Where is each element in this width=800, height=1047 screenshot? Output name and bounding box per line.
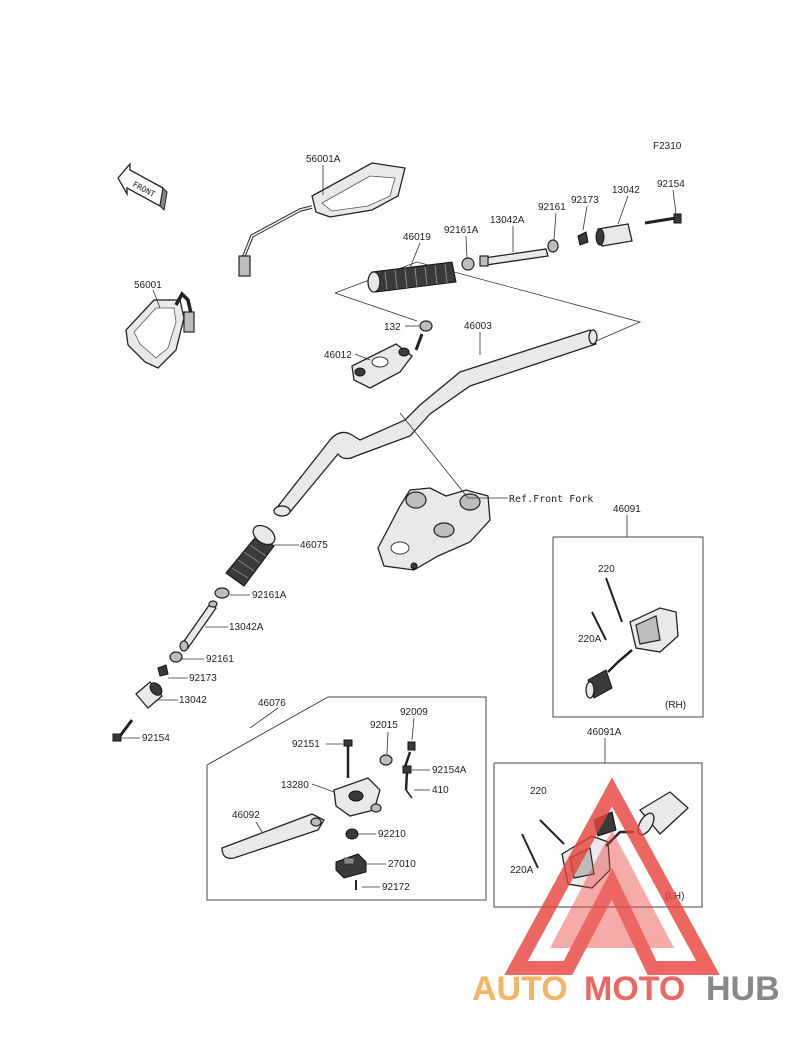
clutch-lever-holder (333, 777, 382, 817)
label-410: 410 (432, 785, 449, 796)
grip-right (367, 261, 457, 293)
mirror-left (125, 291, 195, 369)
label-46092: 46092 (232, 810, 260, 821)
bolt-92154A (404, 771, 409, 791)
label-92161A: 92161A (252, 590, 287, 601)
figure-code: F2310 (653, 141, 682, 152)
label-13042-top: 13042 (612, 185, 640, 196)
label-92210: 92210 (378, 829, 406, 840)
label-92151: 92151 (292, 739, 320, 750)
label-92154-top: 92154 (657, 179, 685, 190)
front-arrow-icon: FRONT (117, 162, 168, 212)
bolt-92154 (112, 719, 134, 742)
label-132: 132 (384, 322, 401, 333)
label-220A-rh: 220A (578, 634, 602, 645)
label-27010: 27010 (388, 859, 416, 870)
watermark-moto: MOTO (584, 970, 685, 1008)
handlebar-clamp (351, 343, 413, 389)
label-92009: 92009 (400, 707, 428, 718)
label-13042: 13042 (179, 695, 207, 706)
collar-92161 (169, 651, 183, 663)
bolt-92154-top (644, 213, 682, 225)
label-46012: 46012 (324, 350, 352, 361)
label-46091A: 46091A (587, 727, 622, 738)
automotohub-watermark: AUTO MOTO HUB (472, 777, 780, 1008)
label-46076: 46076 (258, 698, 286, 709)
label-56001: 56001 (134, 280, 162, 291)
collar-92161A (214, 587, 230, 599)
collar-92161-top (547, 239, 559, 253)
label-46019: 46019 (403, 232, 431, 243)
nut-92015 (379, 754, 393, 766)
label-13042A-top: 13042A (490, 215, 525, 226)
nut-92210 (345, 828, 359, 840)
label-46075: 46075 (300, 540, 328, 551)
label-220-lh: 220 (530, 786, 547, 797)
watermark-hub: HUB (706, 970, 780, 1008)
label-220-rh: 220 (598, 564, 615, 575)
clutch-lever (221, 813, 325, 859)
front-fork-bracket (377, 487, 491, 571)
label-92172: 92172 (382, 882, 410, 893)
handlebar-46003 (273, 329, 598, 517)
watermark-auto: AUTO (472, 970, 568, 1008)
mirror-right (238, 162, 406, 277)
collar-92161A-top (461, 257, 475, 271)
rh-label: (RH) (665, 700, 686, 711)
bar-end-weight-left (135, 681, 163, 709)
pin-410 (405, 789, 413, 799)
label-46091: 46091 (613, 504, 641, 515)
label-46003: 46003 (464, 321, 492, 332)
label-56001A: 56001A (306, 154, 341, 165)
clutch-switch (335, 853, 367, 879)
label-92161: 92161 (206, 654, 234, 665)
label-92154: 92154 (142, 733, 170, 744)
bolt-132 (414, 320, 433, 351)
ref-front-fork: Ref.Front Fork (509, 494, 593, 505)
clip-92173-top (577, 231, 589, 246)
label-13042A: 13042A (229, 622, 264, 633)
label-92154A: 92154A (432, 765, 467, 776)
weight-shaft-top (479, 248, 549, 267)
label-92173: 92173 (189, 673, 217, 684)
weight-shaft-left (179, 600, 218, 652)
switch-housing-rh (585, 607, 679, 699)
label-92161A-top: 92161A (444, 225, 479, 236)
label-92173-top: 92173 (571, 195, 599, 206)
grip-left (225, 524, 276, 587)
label-13280: 13280 (281, 780, 309, 791)
clip-92173 (157, 664, 169, 677)
bar-end-weight-top (595, 223, 633, 247)
label-220A-lh: 220A (510, 865, 534, 876)
label-92015: 92015 (370, 720, 398, 731)
label-92161-top: 92161 (538, 202, 566, 213)
